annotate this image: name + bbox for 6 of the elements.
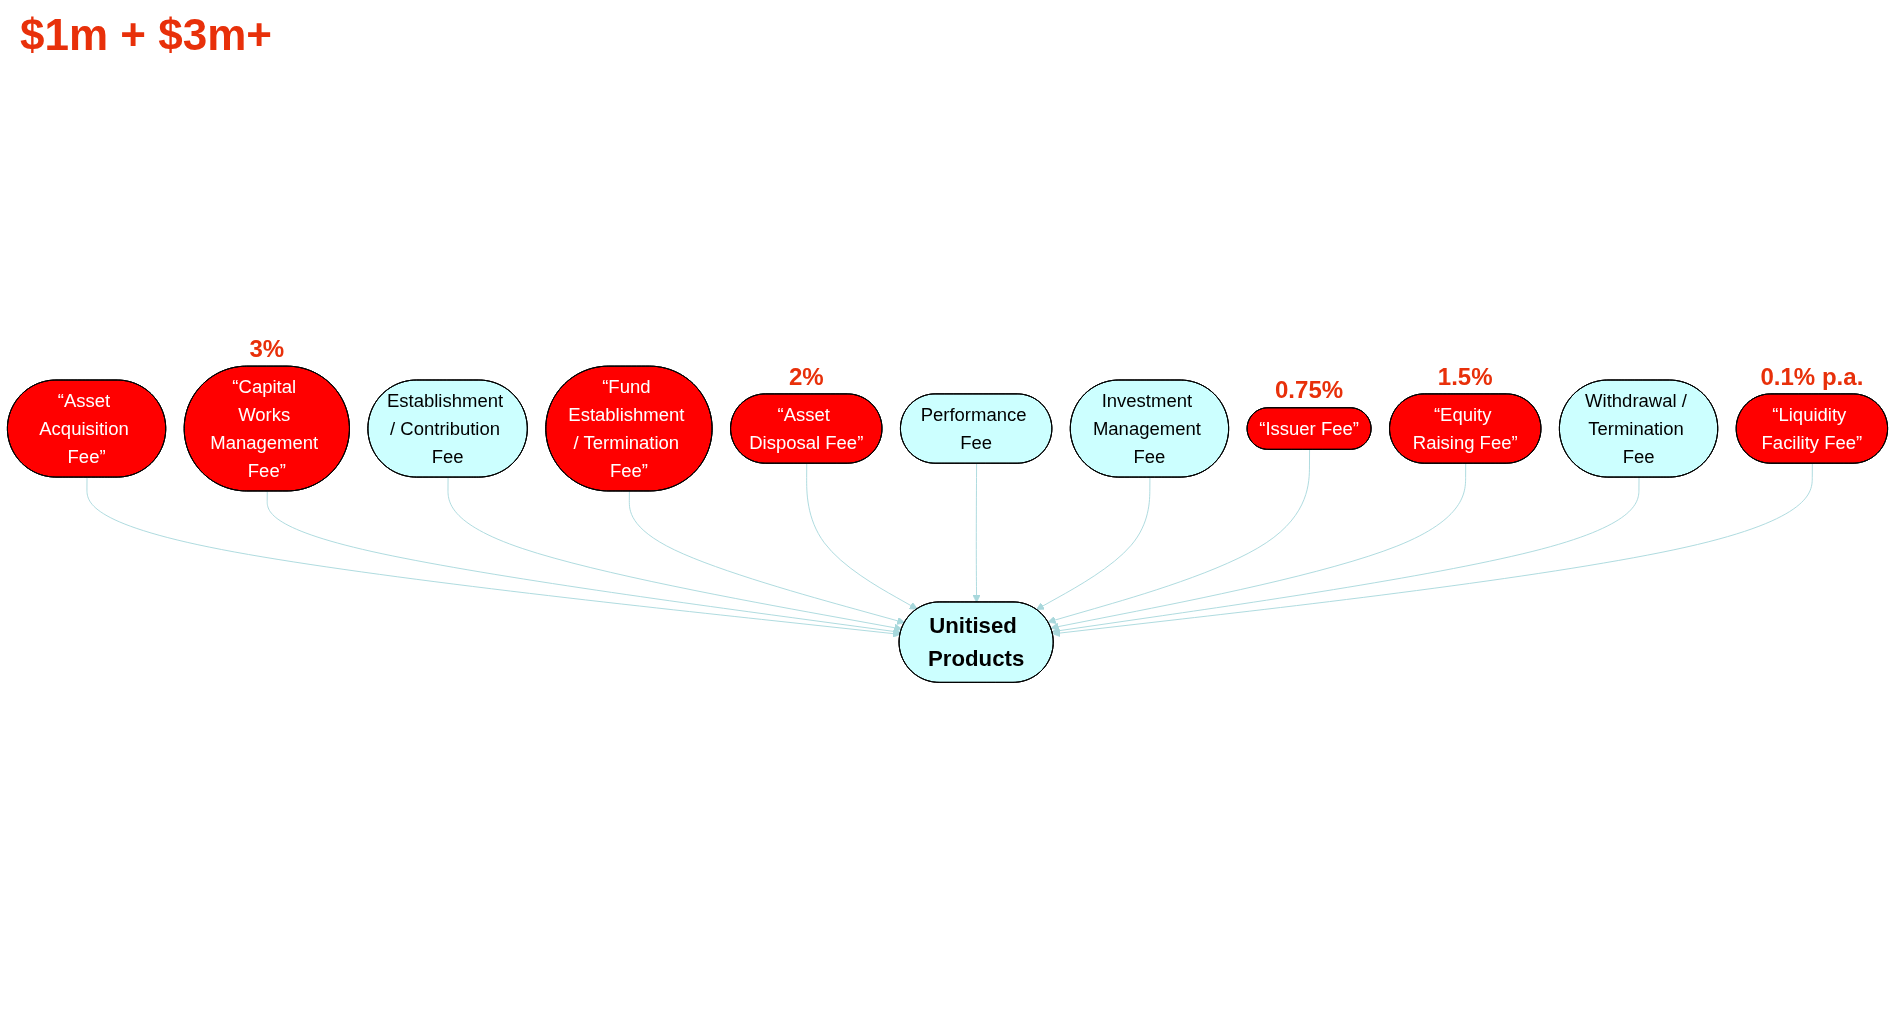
fee-amount: 3% [249,334,285,362]
fee-amount: 0.75% [1275,376,1344,404]
fee-amount: 2% [788,362,824,390]
fee-amount: 0.1% p.a. [1760,362,1864,390]
fee-amount: $1m + $3m+ [20,10,272,59]
fee-amount: 1.5% [1437,362,1493,390]
